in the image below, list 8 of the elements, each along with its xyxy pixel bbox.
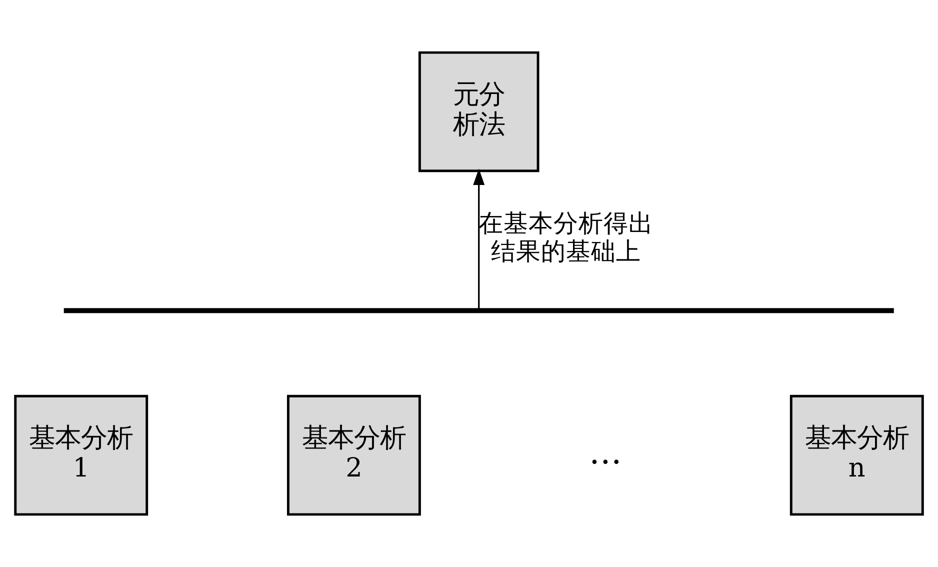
node-box: 基本分析 n xyxy=(790,394,924,516)
edge-label: 在基本分析得出结果的基础上 xyxy=(478,208,654,266)
node-box: 基本分析 1 xyxy=(14,394,148,516)
arrow xyxy=(473,168,485,309)
node-box: 元分析法 xyxy=(418,51,540,172)
node-box: 基本分析 2 xyxy=(286,394,421,516)
node-bar xyxy=(64,308,894,314)
label: … xyxy=(588,432,622,472)
